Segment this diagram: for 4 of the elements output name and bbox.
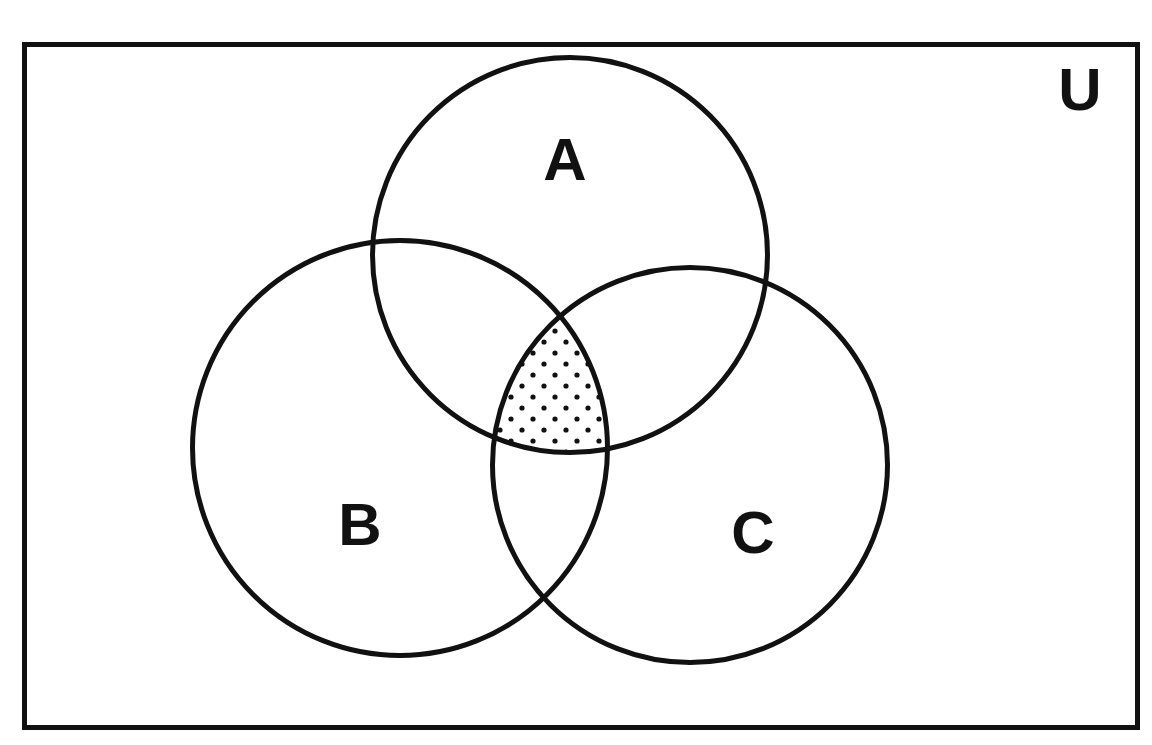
set-label: C: [731, 503, 775, 563]
set-label: A: [543, 130, 587, 190]
set-label: B: [338, 495, 382, 555]
set-label: U: [1058, 60, 1102, 120]
